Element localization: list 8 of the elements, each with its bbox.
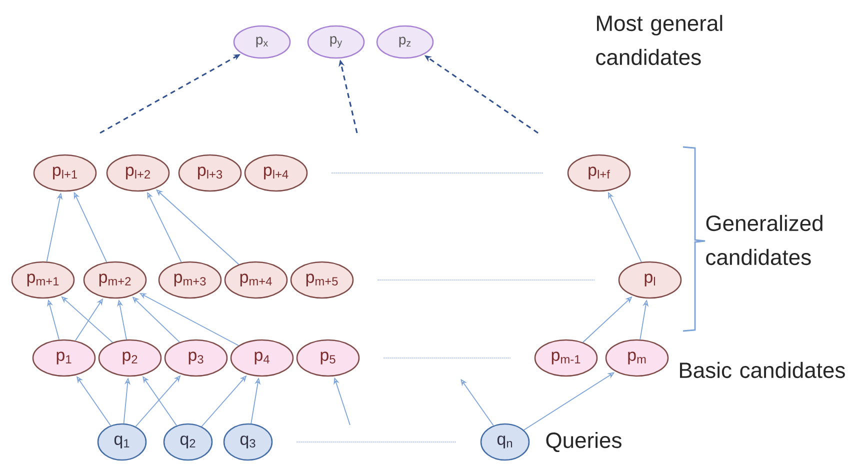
group-label: Basic candidates	[680, 362, 845, 378]
dotted-line	[296, 441, 456, 443]
group-label: Generalized candidates	[706, 214, 822, 266]
dotted-line	[378, 279, 594, 281]
dotted-line	[332, 172, 544, 174]
dotted-line	[384, 357, 510, 359]
group-label: Most general candidates	[596, 14, 722, 66]
group-label: Queries	[546, 432, 622, 452]
